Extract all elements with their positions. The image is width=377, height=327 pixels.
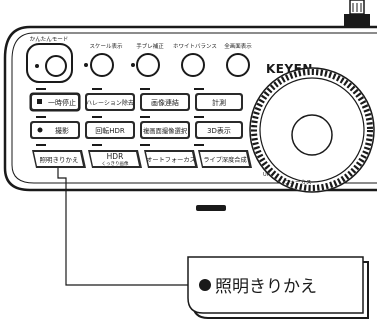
callout: 照明きりかえ <box>187 256 369 319</box>
pause-button[interactable]: 一時停止 <box>29 92 81 112</box>
slot <box>196 205 226 211</box>
record-dot-icon <box>37 127 43 133</box>
light-switch-button[interactable]: 照明きりかえ <box>32 150 86 168</box>
key-label: 3D表示 <box>207 126 231 135</box>
key-label: 照明きりかえ <box>40 156 79 164</box>
pause-square-icon <box>37 99 42 104</box>
capture-button[interactable]: 撮影 <box>30 121 80 139</box>
key-label: 回転HDR <box>95 127 125 135</box>
key-row-2: 撮影 回転HDR 複画面撮像選択 3D表示 <box>30 121 243 139</box>
rotation-hdr-button[interactable]: 回転HDR <box>85 121 135 139</box>
image-stitch-button[interactable]: 画像連結 <box>140 93 190 111</box>
dial-center-button[interactable] <box>291 114 333 156</box>
leader-line <box>57 168 188 286</box>
indicator-dot-icon <box>84 63 88 67</box>
key-row-1: 一時停止 ハレーション除去 画像連結 計測 <box>29 92 243 112</box>
live-depth-button[interactable]: ライブ深度合成 <box>198 150 252 168</box>
cable <box>344 0 370 26</box>
callout-dot-icon <box>199 279 211 291</box>
stabilizer-button[interactable]: 手ブレ補正 <box>131 42 164 77</box>
scale-display-button[interactable]: スケール表示 <box>84 42 123 77</box>
key-label: 計測 <box>212 98 226 107</box>
dial-up-label: UP <box>263 172 270 178</box>
halation-removal-button[interactable]: ハレーション除去 <box>85 93 135 111</box>
hdr-button[interactable]: HDR くっきり画像 <box>88 150 142 168</box>
autofocus-button[interactable]: オートフォーカス <box>144 150 198 168</box>
white-balance-button[interactable]: ホワイトバランス <box>173 43 217 77</box>
key-sublabel: くっきり画像 <box>102 160 129 167</box>
top-button-label: ホワイトバランス <box>173 43 217 50</box>
top-button-row: かんたんモード スケール表示 手ブレ補正 ホワイトバランス 全画面表示 <box>26 36 252 83</box>
dial-focus-label: フォーカス <box>284 179 312 186</box>
indicator-dot-icon <box>131 63 135 67</box>
key-label: 複画面撮像選択 <box>143 126 188 135</box>
key-label: 撮影 <box>55 126 69 135</box>
top-button-label: 全画面表示 <box>224 42 252 50</box>
fullscreen-button[interactable]: 全画面表示 <box>224 42 252 77</box>
indicator-dot-icon <box>35 64 39 68</box>
top-button-label: 手ブレ補正 <box>136 42 164 50</box>
3d-display-button[interactable]: 3D表示 <box>195 121 243 139</box>
focus-dial[interactable]: UP フォーカス <box>249 67 375 193</box>
key-label: ライブ深度合成 <box>203 156 246 164</box>
top-button-label: かんたんモード <box>30 36 69 43</box>
callout-label: 照明きりかえ <box>215 277 317 297</box>
easy-mode-button[interactable]: かんたんモード <box>26 36 73 83</box>
key-label: ハレーション除去 <box>86 99 134 107</box>
key-label: オートフォーカス <box>146 157 196 164</box>
indicator-dashes <box>36 88 204 146</box>
measure-button[interactable]: 計測 <box>195 93 243 111</box>
top-button-label: スケール表示 <box>89 42 123 50</box>
key-label: HDR <box>107 152 124 161</box>
multi-image-select-button[interactable]: 複画面撮像選択 <box>140 121 190 139</box>
key-label: 一時停止 <box>48 98 76 107</box>
key-label: 画像連結 <box>151 98 179 107</box>
key-row-3: 照明きりかえ HDR くっきり画像 オートフォーカス ライブ深度合成 <box>32 150 252 168</box>
